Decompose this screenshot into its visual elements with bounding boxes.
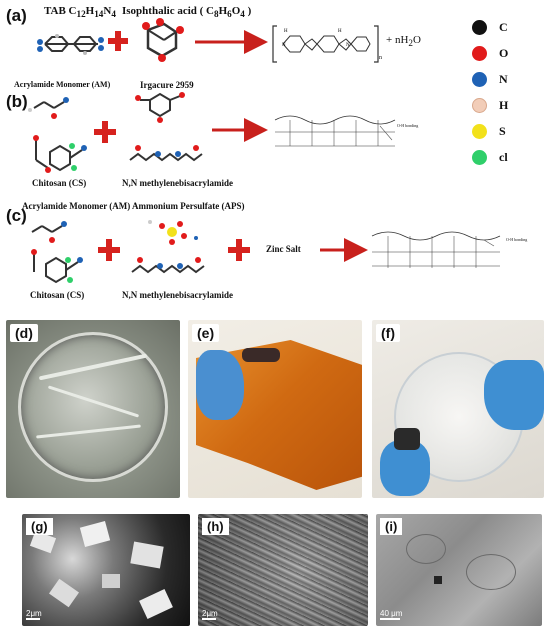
sem-label-i: (i) bbox=[380, 518, 403, 535]
legend-symbol: N bbox=[499, 71, 508, 86]
sem-image-h: (h) 2μm bbox=[198, 514, 368, 626]
panel-label-b: (b) bbox=[6, 92, 28, 111]
legend-swatch bbox=[472, 97, 487, 113]
legend-symbol: O bbox=[499, 45, 509, 60]
photo-label-d: (d) bbox=[10, 324, 38, 342]
photo-f-transparent-film: (f) bbox=[372, 320, 544, 498]
scale-text-i: 40 μm bbox=[380, 609, 403, 618]
legend-symbol: S bbox=[499, 123, 506, 138]
svg-text:N: N bbox=[282, 43, 286, 48]
scale-bar-h: 2μm bbox=[202, 609, 218, 620]
sem-image-g: (g) 2μm bbox=[22, 514, 190, 626]
plus-sign bbox=[228, 239, 250, 261]
sem-image-i: (i) 40 μm bbox=[376, 514, 542, 626]
methylenebisacrylamide-molecule-b bbox=[129, 145, 203, 162]
photo-label-f: (f) bbox=[376, 324, 400, 342]
tab-molecule bbox=[37, 34, 104, 55]
legend-symbol: C bbox=[499, 19, 508, 34]
reaction-schemes: H N H N bbox=[28, 18, 501, 284]
isophthalic-acid-molecule bbox=[142, 18, 184, 62]
legend-item: H bbox=[472, 92, 542, 118]
photo-d-petri-dish: (d) bbox=[6, 320, 180, 498]
sem-label-h: (h) bbox=[202, 518, 229, 535]
hydrogel-network-b bbox=[274, 115, 396, 147]
legend-item: N bbox=[472, 66, 542, 92]
repeat-unit-n: n bbox=[379, 55, 382, 61]
crosslinker-label-c: N,N methylenebisacrylamide bbox=[122, 290, 233, 300]
plus-sign bbox=[108, 31, 128, 51]
chitosan-label-c: Chitosan (CS) bbox=[30, 290, 85, 300]
aps-label: Ammonium Persulfate (APS) bbox=[132, 201, 245, 211]
legend-item: O bbox=[472, 40, 542, 66]
legend-symbol: cl bbox=[499, 149, 508, 164]
legend-item: S bbox=[472, 118, 542, 144]
scale-text-h: 2μm bbox=[202, 609, 218, 618]
plus-sign bbox=[98, 239, 120, 261]
acrylamide-molecule-c bbox=[31, 221, 67, 243]
oh-bonding-label-c: O-H bonding bbox=[506, 237, 528, 242]
legend-symbol: H bbox=[499, 97, 509, 112]
zinc-salt-label: Zinc Salt bbox=[266, 244, 301, 254]
polybenzimidazole-structure: H N H N bbox=[272, 25, 379, 63]
photo-e-orange-film: (e) bbox=[188, 320, 362, 498]
chitosan-molecule-c bbox=[31, 249, 83, 284]
irgacure-label: Irgacure 2959 bbox=[140, 80, 194, 90]
svg-text:H: H bbox=[284, 29, 288, 34]
svg-text:N: N bbox=[346, 43, 350, 48]
acrylamide-molecule bbox=[28, 97, 69, 119]
irgacure-molecule bbox=[135, 92, 185, 123]
legend-swatch bbox=[472, 45, 487, 61]
svg-text:H: H bbox=[338, 29, 342, 34]
plus-sign bbox=[94, 121, 116, 143]
chitosan-molecule-b bbox=[33, 135, 87, 173]
methylenebisacrylamide-molecule-c bbox=[131, 257, 205, 274]
tab-label: TAB C12H14N4 bbox=[44, 5, 116, 20]
atom-legend: C O N H S cl bbox=[472, 14, 542, 170]
aps-molecule bbox=[148, 220, 198, 245]
scale-text-g: 2μm bbox=[26, 609, 42, 618]
legend-swatch bbox=[472, 123, 487, 139]
panel-label-c: (c) bbox=[6, 206, 27, 225]
sem-label-g: (g) bbox=[26, 518, 53, 535]
legend-swatch bbox=[472, 149, 487, 165]
isophthalic-acid-label: Isophthalic acid ( C8H6O4 ) bbox=[122, 5, 252, 20]
legend-swatch bbox=[472, 19, 487, 35]
byproduct-water: + nH2O bbox=[386, 34, 421, 49]
oh-bonding-label-b: O-H bonding bbox=[397, 123, 419, 128]
acrylamide-label-b: Acrylamide Monomer (AM) bbox=[14, 80, 111, 89]
legend-item: C bbox=[472, 14, 542, 40]
crosslinker-label-b: N,N methylenebisacrylamide bbox=[122, 178, 233, 188]
panel-label-a: (a) bbox=[6, 6, 27, 25]
legend-item: cl bbox=[472, 144, 542, 170]
scale-bar-g: 2μm bbox=[26, 609, 42, 620]
hydrogel-network-c bbox=[371, 231, 501, 268]
photo-label-e: (e) bbox=[192, 324, 220, 342]
scale-bar-i: 40 μm bbox=[380, 609, 402, 620]
acrylamide-label-c: Acrylamide Monomer (AM) bbox=[22, 201, 131, 211]
legend-swatch bbox=[472, 71, 487, 87]
chitosan-label-b: Chitosan (CS) bbox=[32, 178, 87, 188]
